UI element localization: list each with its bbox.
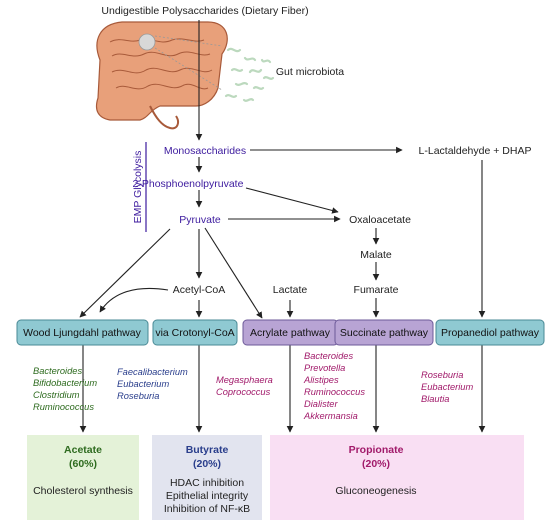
lactaldehyde-label: L-Lactaldehyde + DHAP: [419, 145, 532, 157]
bacteria-wood: Bacteroides Bifidobacterium Clostridium …: [33, 366, 97, 412]
svg-text:via Crotonyl-CoA: via Crotonyl-CoA: [155, 327, 234, 339]
acetate-output: Acetate (60%) Cholesterol synthesis: [33, 444, 133, 497]
microbiota-zoom-circle: [138, 33, 156, 51]
propionate-box: [270, 435, 524, 520]
header-title: Undigestible Polysaccharides (Dietary Fi…: [101, 5, 308, 17]
svg-text:Megasphaera: Megasphaera: [216, 375, 273, 385]
svg-text:Coprococcus: Coprococcus: [216, 387, 271, 397]
svg-text:Propionate: Propionate: [349, 444, 404, 456]
svg-text:(20%): (20%): [362, 458, 390, 470]
svg-text:Ruminococcus: Ruminococcus: [33, 402, 94, 412]
svg-text:Prevotella: Prevotella: [304, 363, 345, 373]
svg-text:Succinate pathway: Succinate pathway: [340, 327, 429, 339]
propionate-output: Propionate (20%) Gluconeogenesis: [335, 444, 416, 497]
pathway-crotonyl-coa: via Crotonyl-CoA: [152, 319, 238, 346]
acetate-box: [27, 435, 139, 520]
pep-label: 2-Phosphoenolpyruvate: [133, 178, 244, 190]
gut-microbiota-label: Gut microbiota: [276, 66, 344, 78]
svg-text:Gluconeogenesis: Gluconeogenesis: [335, 485, 416, 497]
svg-text:Bacteroides: Bacteroides: [304, 351, 353, 361]
svg-text:Butyrate: Butyrate: [186, 444, 229, 456]
svg-text:Acetate: Acetate: [64, 444, 102, 456]
pathway-propanediol: Propanediol pathway: [435, 319, 545, 346]
svg-text:Propanediol pathway: Propanediol pathway: [441, 327, 540, 339]
bacteria-propanediol: Roseburia Eubacterium Blautia: [421, 370, 473, 404]
bacteria-succinate: Bacteroides Prevotella Alistipes Ruminoc…: [303, 351, 365, 421]
svg-text:Roseburia: Roseburia: [421, 370, 463, 380]
svg-text:Bacteroides: Bacteroides: [33, 366, 82, 376]
acetyl-coa-label: Acetyl-CoA: [173, 284, 226, 296]
svg-text:Epithelial integrity: Epithelial integrity: [166, 490, 249, 502]
oxaloacetate-label: Oxaloacetate: [349, 214, 411, 226]
svg-text:Inhibition of NF-κB: Inhibition of NF-κB: [164, 503, 250, 515]
svg-text:Acrylate pathway: Acrylate pathway: [250, 327, 331, 339]
fumarate-label: Fumarate: [354, 284, 399, 296]
glycolysis-label: EMP Glycolysis: [132, 151, 144, 224]
svg-text:Ruminococcus: Ruminococcus: [304, 387, 365, 397]
pyruvate-label: Pyruvate: [179, 214, 221, 226]
bacteria-acrylate: Megasphaera Coprococcus: [216, 375, 273, 397]
svg-text:Eubacterium: Eubacterium: [421, 382, 473, 392]
svg-text:Alistipes: Alistipes: [303, 375, 339, 385]
butyrate-box: [152, 435, 262, 520]
svg-text:Cholesterol synthesis: Cholesterol synthesis: [33, 485, 133, 497]
intestine-illustration: [95, 21, 228, 130]
svg-text:HDAC inhibition: HDAC inhibition: [170, 477, 244, 489]
svg-text:Bifidobacterium: Bifidobacterium: [33, 378, 97, 388]
microbiota-illustration: [224, 47, 275, 102]
svg-text:Akkermansia: Akkermansia: [303, 411, 358, 421]
svg-text:Clostridium: Clostridium: [33, 390, 80, 400]
pathway-succinate: Succinate pathway: [334, 319, 434, 346]
svg-text:(20%): (20%): [193, 458, 221, 470]
svg-text:Eubacterium: Eubacterium: [117, 379, 169, 389]
svg-text:Roseburia: Roseburia: [117, 391, 159, 401]
monosaccharides-label: Monosaccharides: [164, 145, 246, 157]
pathway-acrylate: Acrylate pathway: [242, 319, 339, 346]
lactate-label: Lactate: [273, 284, 308, 296]
svg-text:Faecalibacterium: Faecalibacterium: [117, 367, 188, 377]
svg-text:Dialister: Dialister: [304, 399, 338, 409]
svg-text:Wood Ljungdahl pathway: Wood Ljungdahl pathway: [23, 327, 141, 339]
svg-text:Blautia: Blautia: [421, 394, 449, 404]
flow-arrows: [79, 20, 486, 433]
pathway-wood-ljungdahl: Wood Ljungdahl pathway: [16, 319, 149, 346]
bacteria-crotonyl: Faecalibacterium Eubacterium Roseburia: [117, 367, 188, 401]
butyrate-output: Butyrate (20%) HDAC inhibition Epithelia…: [164, 444, 250, 515]
svg-text:(60%): (60%): [69, 458, 97, 470]
malate-label: Malate: [360, 249, 392, 261]
